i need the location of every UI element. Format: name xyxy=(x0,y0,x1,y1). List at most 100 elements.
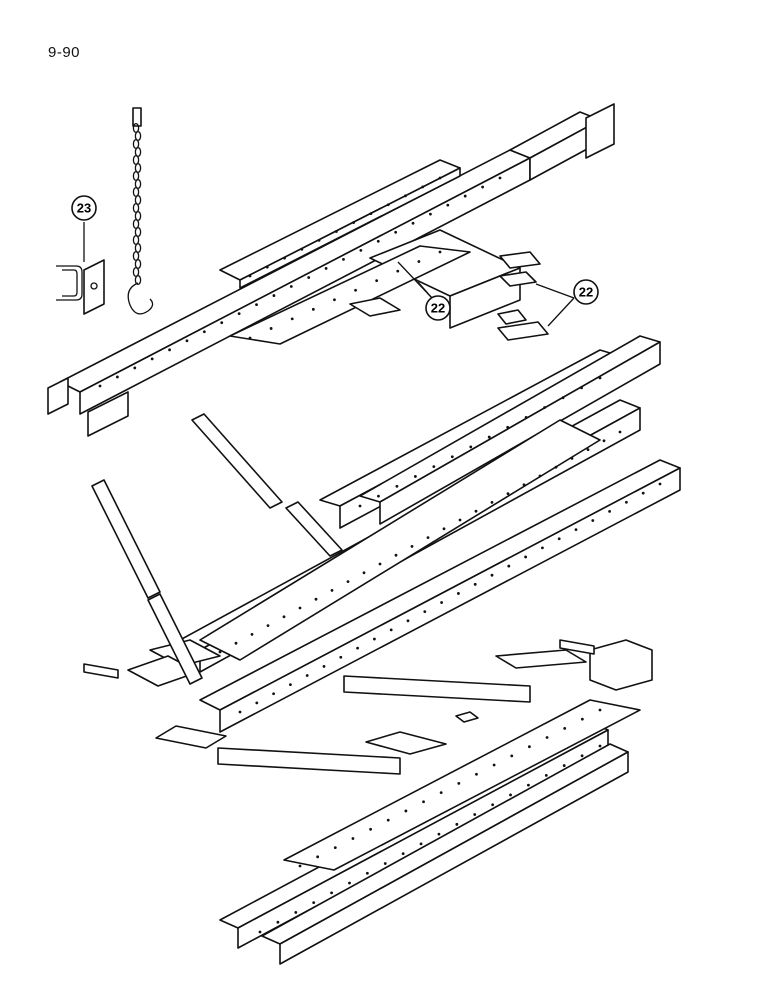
bolt-hole xyxy=(369,212,373,216)
bolt-hole xyxy=(185,339,189,343)
bolt-hole xyxy=(234,641,238,645)
bracket-plate xyxy=(83,259,105,315)
u-bolt-bracket xyxy=(56,259,105,315)
bolt-hole xyxy=(276,920,280,924)
bolt-hole xyxy=(376,239,380,243)
bolt-hole xyxy=(411,221,415,225)
bolt-hole xyxy=(373,637,376,641)
bolt-hole xyxy=(455,822,459,826)
bolt-hole xyxy=(432,465,436,469)
bolt-hole xyxy=(383,862,387,865)
bolt-hole xyxy=(586,448,590,451)
bolt-hole xyxy=(307,276,311,279)
callout-23-label: 23 xyxy=(77,201,91,216)
bolt-hole xyxy=(218,650,222,654)
bolt-hole xyxy=(658,482,662,486)
bolt-hole xyxy=(524,555,527,559)
bolt-hole xyxy=(305,674,309,677)
bolt-hole xyxy=(439,791,443,794)
bolt-hole xyxy=(300,247,304,251)
bolt-hole xyxy=(401,852,405,856)
bolt-hole xyxy=(406,619,410,623)
bolt-hole xyxy=(375,279,379,283)
bolt-hole xyxy=(490,573,494,577)
bolt-hole xyxy=(522,483,526,487)
bolt-hole xyxy=(330,589,334,592)
bolt-hole xyxy=(339,655,343,659)
bolt-hole xyxy=(474,509,478,513)
bolt-hole xyxy=(608,509,611,513)
middle-frame-assembly xyxy=(83,335,681,733)
bolt-hole xyxy=(562,764,566,767)
bolt-hole xyxy=(354,288,357,292)
hook xyxy=(127,282,154,315)
bolt-hole xyxy=(334,230,338,233)
bolt-hole xyxy=(543,406,547,409)
bolt-hole xyxy=(545,736,549,739)
bolt-hole xyxy=(413,475,417,478)
bolt-hole xyxy=(250,633,254,636)
bolt-hole xyxy=(220,321,224,325)
bolt-hole xyxy=(389,628,393,632)
bolt-hole xyxy=(506,492,510,495)
bolt-hole xyxy=(591,519,595,522)
bolt-hole xyxy=(202,330,206,334)
bolt-holes xyxy=(98,176,662,934)
bolt-hole xyxy=(369,827,372,831)
bolt-hole xyxy=(570,457,574,460)
bolt-hole xyxy=(272,692,275,696)
bolt-hole xyxy=(580,754,584,758)
bolt-hole xyxy=(554,465,558,469)
bolt-hole xyxy=(469,445,473,449)
bolt-hole xyxy=(168,348,171,352)
chain xyxy=(132,122,142,286)
bolt-hole xyxy=(561,396,565,400)
bolt-hole xyxy=(438,250,442,254)
bolt-hole xyxy=(492,763,496,767)
bolt-hole xyxy=(394,553,398,557)
bolt-hole xyxy=(487,435,491,439)
bolt-hole xyxy=(490,501,494,504)
bolt-hole xyxy=(437,832,441,836)
bolt-hole xyxy=(312,901,316,905)
bolt-hole xyxy=(481,185,485,189)
bolt-hole xyxy=(538,474,542,478)
bolt-hole xyxy=(348,881,351,885)
bolt-hole xyxy=(115,375,119,379)
bolt-hole xyxy=(289,285,293,288)
bolt-hole xyxy=(544,773,548,777)
chain-hook-assembly xyxy=(127,107,154,315)
bolt-hole xyxy=(421,185,425,189)
bolt-hole xyxy=(333,846,337,850)
bolt-hole xyxy=(598,744,602,748)
leader-22a-2 xyxy=(417,281,433,299)
bolt-hole xyxy=(563,726,567,730)
bolt-hole xyxy=(423,610,427,614)
bolt-hole xyxy=(386,203,390,207)
callout-22-center: 22 xyxy=(425,295,451,321)
bolt-hole xyxy=(506,425,510,429)
bolt-hole xyxy=(238,710,242,714)
bolt-hole xyxy=(457,782,461,785)
bolt-hole xyxy=(324,267,328,270)
bolt-hole xyxy=(316,855,320,859)
bolt-hole xyxy=(541,546,544,550)
bolt-hole xyxy=(410,545,414,548)
bolt-hole xyxy=(419,842,423,846)
bolt-hole xyxy=(440,601,443,604)
bolt-hole xyxy=(378,562,382,566)
bolt-hole xyxy=(322,665,326,668)
bolt-hole xyxy=(342,257,345,261)
upper-frame-assembly xyxy=(47,103,615,437)
bolt-hole xyxy=(248,274,252,278)
bolt-hole xyxy=(475,772,478,776)
bolt-hole xyxy=(333,298,336,302)
bolt-hole xyxy=(625,500,628,504)
leader-22b-2 xyxy=(547,297,575,327)
bolt-hole xyxy=(394,230,398,234)
bolt-hole xyxy=(358,504,362,508)
bolt-hole xyxy=(386,818,390,822)
bolt-hole xyxy=(458,518,462,522)
bolt-hole xyxy=(272,294,276,297)
bolt-hole xyxy=(98,384,102,388)
